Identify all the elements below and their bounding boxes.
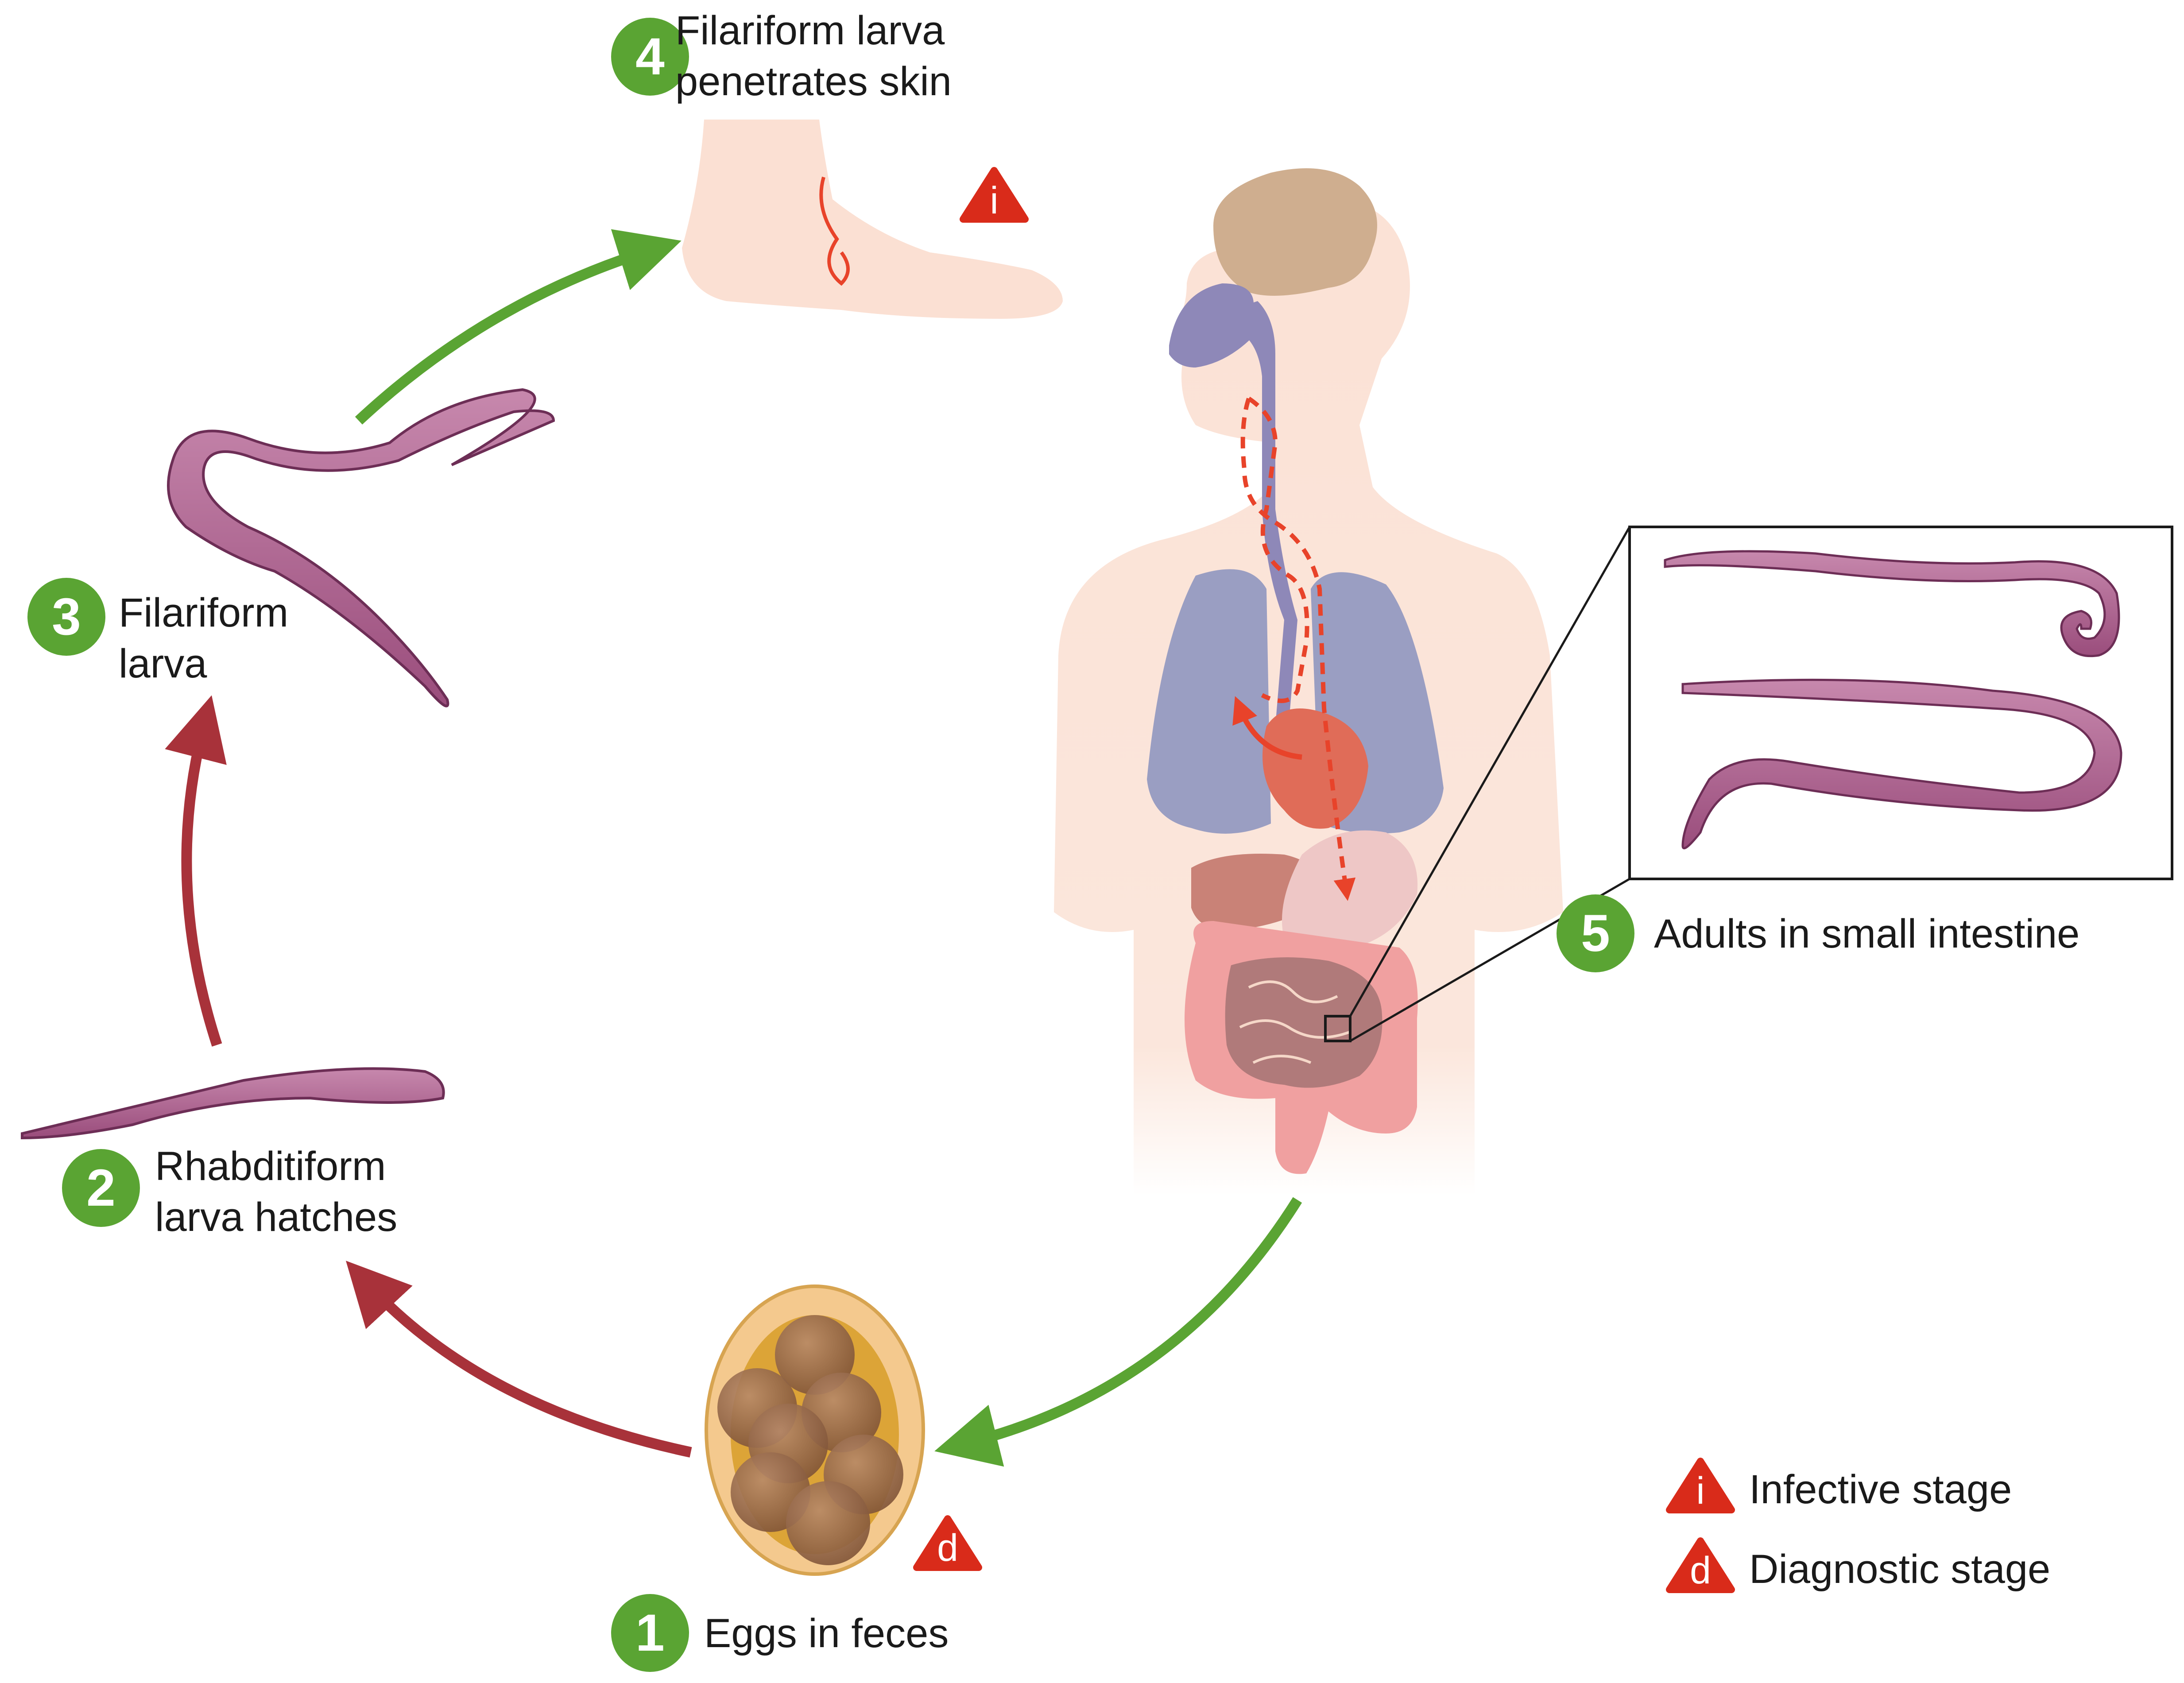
human-body-icon	[1054, 168, 1631, 1196]
brain-shape	[1213, 168, 1377, 296]
diagnostic-letter: d	[937, 1527, 958, 1569]
egg-icon	[705, 1284, 925, 1576]
cycle-arrows	[165, 229, 1302, 1467]
legend-infective-marker: i	[1666, 1458, 1735, 1513]
infective-letter: i	[990, 179, 998, 222]
migration-path	[1247, 396, 1309, 703]
stage-2-label-line-2: larva hatches	[155, 1195, 398, 1240]
stage-2-badge: 2	[62, 1149, 140, 1227]
arrow-3-to-4	[355, 229, 682, 425]
diagnostic-marker-egg: d	[913, 1515, 982, 1571]
filariform-larva-icon	[167, 388, 555, 708]
stage-3-label-line-1: Filariform	[119, 590, 289, 635]
arrow-5-to-1	[934, 1197, 1302, 1467]
arrow-2-to-3	[165, 695, 227, 1047]
legend-diagnostic-marker: d	[1666, 1537, 1735, 1593]
migration-solid-arrow	[1232, 696, 1302, 760]
heart-shape	[1262, 708, 1368, 829]
stage-5-badge: 5	[1557, 894, 1634, 972]
left-lung-shape	[1147, 569, 1271, 834]
foot-icon	[682, 120, 1063, 319]
stage-4-label-line-1: Filariform larva	[675, 8, 945, 53]
stage-3-badge: 3	[27, 578, 105, 656]
zoom-source-square	[1324, 1015, 1351, 1042]
stage-1-label: Eggs in feces	[704, 1611, 949, 1656]
zoom-line-top	[1349, 526, 1631, 1017]
infective-marker-foot: i	[960, 167, 1029, 223]
arrow-1-to-2	[345, 1261, 692, 1458]
stage-1-badge: 1	[611, 1594, 689, 1672]
legend-infective-letter: i	[1696, 1470, 1704, 1512]
adult-worms-icon	[1628, 526, 2173, 880]
stage-4-badge: 4	[611, 18, 689, 96]
stage-4-label-line-2: penetrates skin	[675, 59, 952, 104]
nasal-cavity-shape	[1169, 283, 1254, 368]
small-intestine-shape	[1225, 957, 1382, 1088]
legend-infective-label: Infective stage	[1749, 1467, 2012, 1512]
legend: i Infective stage d Diagnostic stage	[1666, 1458, 2050, 1593]
stage-2-label-line-1: Rhabditiform	[155, 1144, 386, 1189]
rhabditiform-larva-icon	[21, 1067, 445, 1140]
legend-diagnostic-letter: d	[1690, 1549, 1711, 1592]
migration-path-2	[1240, 398, 1356, 901]
stage-5-label: Adults in small intestine	[1654, 911, 2080, 956]
legend-diagnostic-label: Diagnostic stage	[1749, 1547, 2050, 1592]
stage-3-label-line-2: larva	[119, 641, 207, 686]
